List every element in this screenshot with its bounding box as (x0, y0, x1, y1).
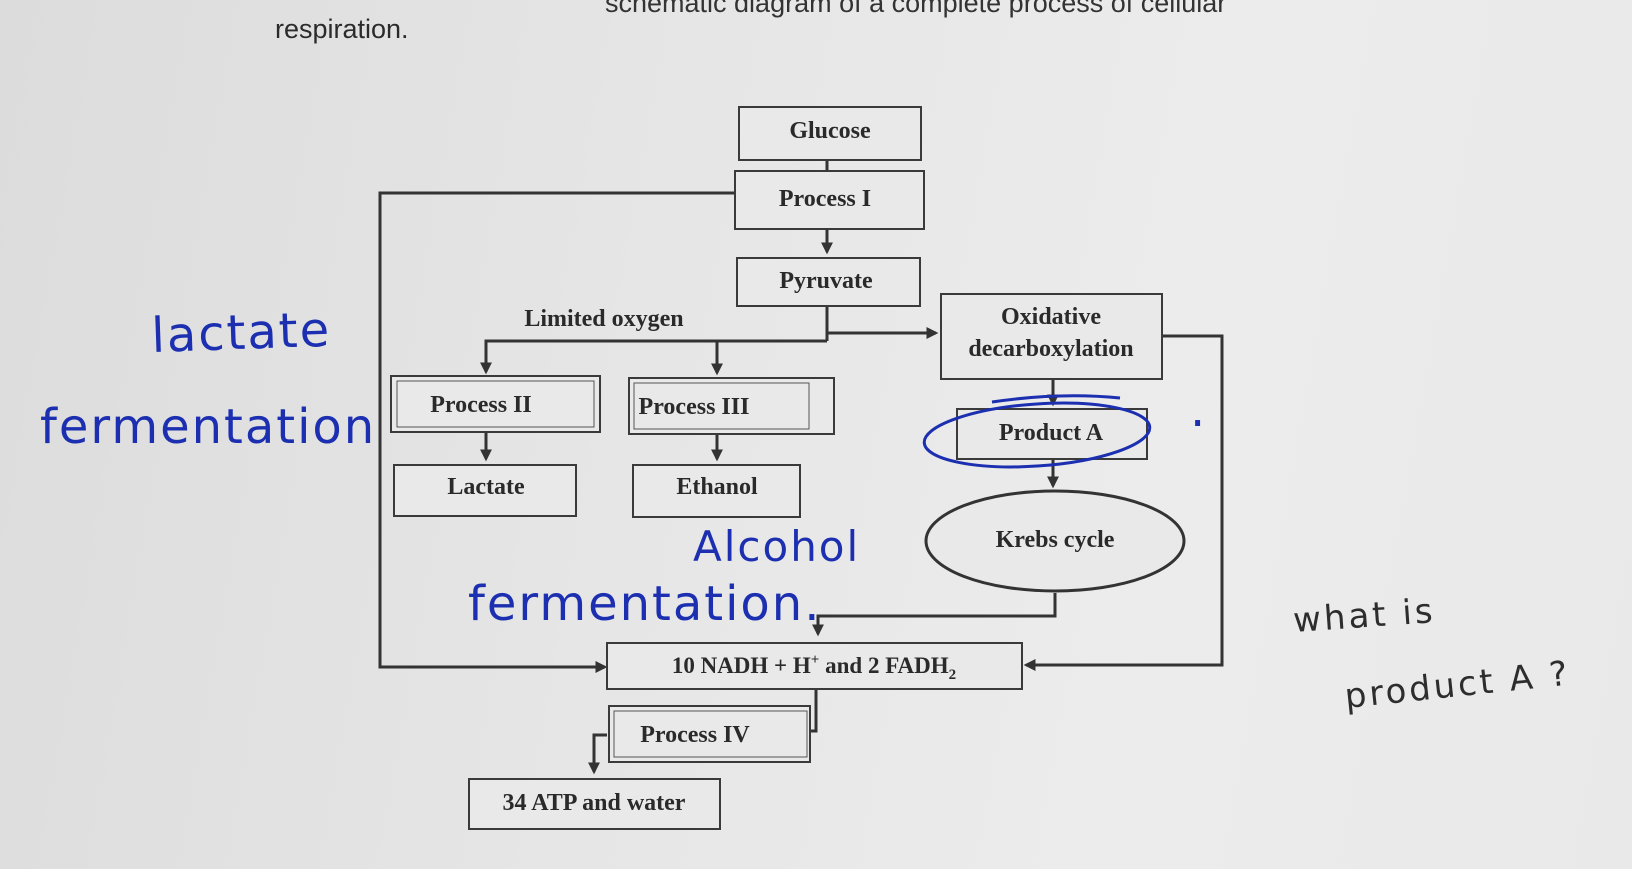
oxidative-label-line-1: Oxidative (1001, 304, 1101, 330)
product-a-circle-mark (922, 401, 1152, 469)
process-4-to-atp-arrow (588, 733, 607, 775)
nadh-to-process-4-line (810, 689, 818, 733)
oxidative-to-nadh-loop-arrow (1023, 334, 1224, 671)
nadh-fadh-label: 10 NADH + H+ and 2 FADH2 (672, 652, 956, 683)
process-2-box: Process II (390, 375, 601, 433)
ethanol-box: Ethanol (632, 464, 801, 518)
connector-lines (378, 160, 1224, 775)
atp-water-label: 34 ATP and water (503, 790, 686, 816)
nadh-prefix: 10 NADH + H (672, 653, 811, 678)
intro-text-line-1: schematic diagram of a complete process … (605, 0, 1227, 18)
intro-text-line-2: respiration. (275, 14, 409, 44)
process-2-label: Process II (430, 392, 532, 418)
glucose-label: Glucose (789, 118, 871, 144)
handwritten-lactate: lactate (150, 302, 332, 364)
lactate-box: Lactate (393, 464, 577, 517)
krebs-to-nadh-arrow (812, 593, 1057, 637)
handwritten-fermentation: fermentation (40, 399, 376, 455)
oxidative-decarboxylation-box: Oxidative decarboxylation (940, 293, 1163, 380)
product-a-box: Product A (956, 408, 1148, 460)
glucose-box: Glucose (738, 106, 922, 161)
oxidative-label-line-2: decarboxylation (968, 336, 1133, 362)
to-process-2-arrow (480, 339, 827, 375)
lactate-label: Lactate (447, 474, 525, 500)
pyruvate-label: Pyruvate (779, 268, 873, 294)
handwritten-alcohol: Alcohol (693, 522, 860, 571)
limited-oxygen-label: Limited oxygen (524, 306, 683, 332)
product-a-label: Product A (999, 420, 1104, 446)
process-3-box: Process III (628, 377, 835, 435)
nadh-middle: and 2 FADH (819, 653, 948, 678)
krebs-cycle-label: Krebs cycle (996, 527, 1115, 553)
process-1-label: Process I (779, 186, 871, 212)
nadh-superscript: + (811, 652, 820, 668)
atp-water-box: 34 ATP and water (468, 778, 721, 830)
handwritten-question-line-2: product A ? (1343, 653, 1573, 716)
process-4-label: Process IV (640, 722, 750, 748)
process-3-label: Process III (639, 394, 750, 420)
handwritten-annotations: lactate fermentation Alcohol fermentatio… (40, 302, 1572, 717)
process-4-box: Process IV (608, 705, 811, 763)
handwritten-alcohol-fermentation: fermentation. (468, 576, 821, 632)
product-a-underline-mark (991, 394, 1121, 404)
nadh-fadh-box: 10 NADH + H+ and 2 FADH2 (606, 642, 1023, 690)
krebs-cycle-node: Krebs cycle (924, 489, 1186, 593)
process-1-box: Process I (734, 170, 925, 230)
pyruvate-box: Pyruvate (736, 257, 921, 307)
ethanol-label: Ethanol (676, 474, 758, 500)
fadh-subscript: 2 (949, 667, 957, 683)
process-1-to-nadh-loop-arrow (378, 191, 735, 673)
handwritten-question-line-1: what is (1292, 591, 1437, 641)
handwritten-dot: · (1190, 396, 1207, 452)
